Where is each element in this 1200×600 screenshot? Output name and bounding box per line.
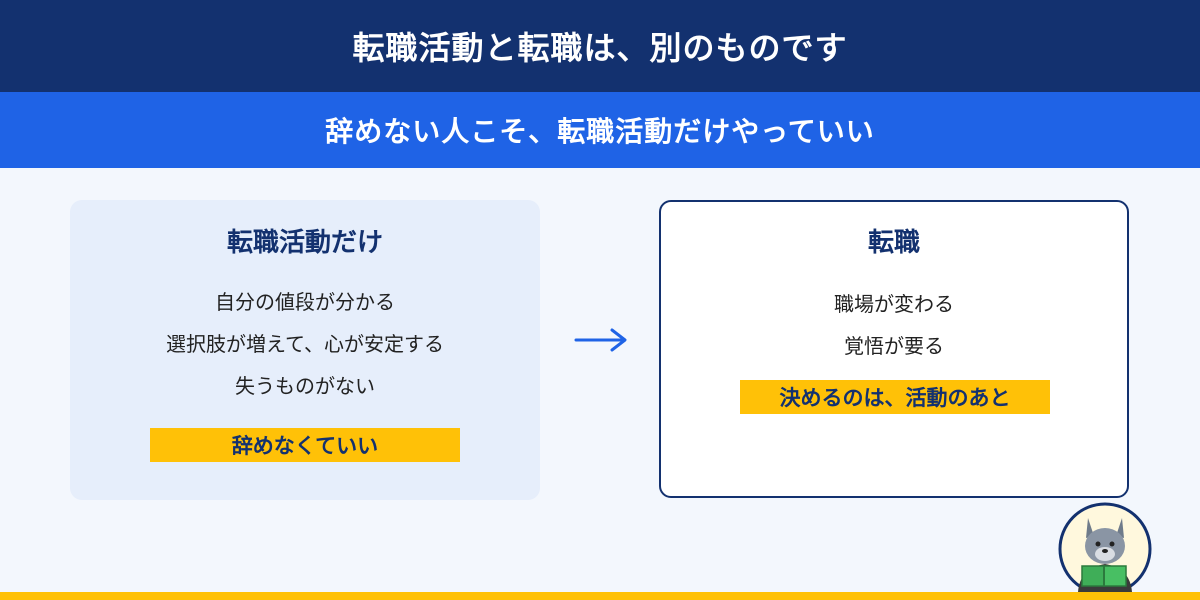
comparison-area: 転職活動だけ 自分の値段が分かる 選択肢が増えて、心が安定する 失うものがない …	[0, 168, 1200, 592]
job-hunting-only-card: 転職活動だけ 自分の値段が分かる 選択肢が増えて、心が安定する 失うものがない …	[70, 200, 540, 500]
job-hunting-highlight: 辞めなくていい	[150, 428, 460, 462]
page-title-text: 転職活動と転職は、別のものです	[352, 29, 848, 67]
job-change-point-1: 職場が変わる	[834, 292, 954, 316]
arrow-right-icon	[574, 328, 627, 352]
job-change-point-2: 覚悟が要る	[844, 334, 944, 358]
job-change-highlight-text: 決めるのは、活動のあと	[779, 386, 1011, 410]
bottom-accent-bar	[0, 592, 1200, 600]
wolf-reading-book-icon	[1058, 502, 1152, 596]
job-change-title: 転職	[867, 228, 920, 258]
page-title: 転職活動と転職は、別のものです	[0, 0, 1200, 92]
job-hunting-point-2: 選択肢が増えて、心が安定する	[166, 332, 444, 356]
job-hunting-only-title: 転職活動だけ	[226, 228, 383, 258]
page-subtitle: 辞めない人こそ、転職活動だけやっていい	[0, 92, 1200, 168]
job-change-highlight: 決めるのは、活動のあと	[740, 380, 1050, 414]
job-change-card: 転職 職場が変わる 覚悟が要る 決めるのは、活動のあと	[659, 200, 1129, 498]
job-hunting-point-3: 失うものがない	[235, 374, 375, 398]
job-hunting-highlight-text: 辞めなくていい	[231, 434, 379, 458]
page-subtitle-text: 辞めない人こそ、転職活動だけやっていい	[325, 115, 875, 148]
job-hunting-point-1: 自分の値段が分かる	[215, 290, 395, 314]
